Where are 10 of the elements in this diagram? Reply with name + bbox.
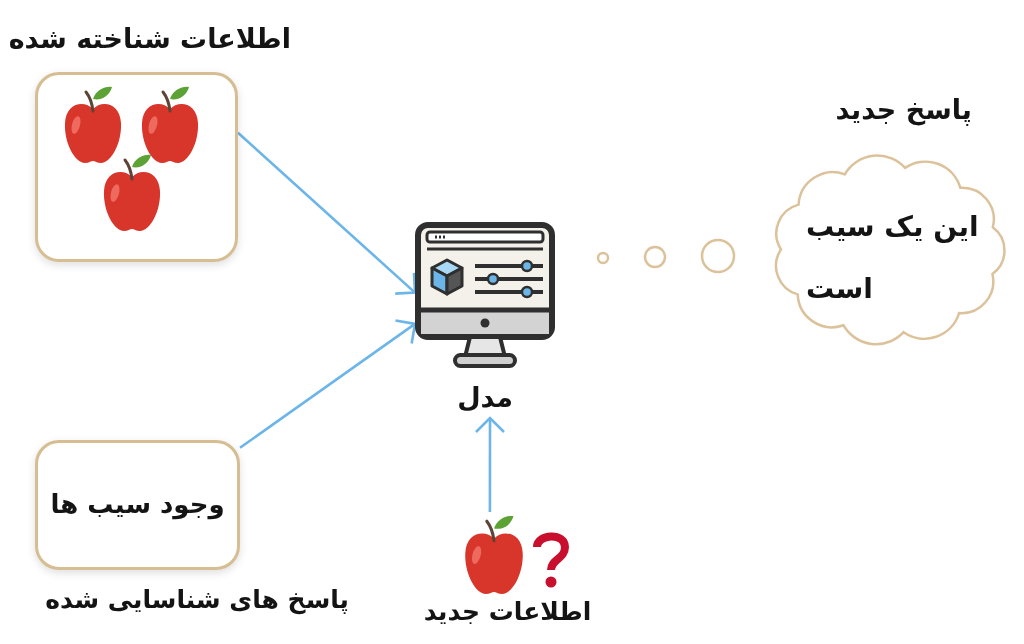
arrow: [474, 416, 506, 512]
box-label: وجود سیب ها: [50, 488, 225, 522]
cloud-heading: پاسخ جدید: [835, 93, 972, 128]
box-title: پاسخ های شناسایی شده: [45, 584, 349, 617]
node-label: مدل: [457, 381, 513, 415]
arrow: [237, 131, 417, 295]
arrow: [239, 319, 417, 449]
cloud-text: این یک سیب است: [806, 209, 980, 307]
box-heading: اطلاعات شناخته شده: [8, 22, 291, 56]
node-label: اطلاعات جدید: [423, 596, 592, 628]
